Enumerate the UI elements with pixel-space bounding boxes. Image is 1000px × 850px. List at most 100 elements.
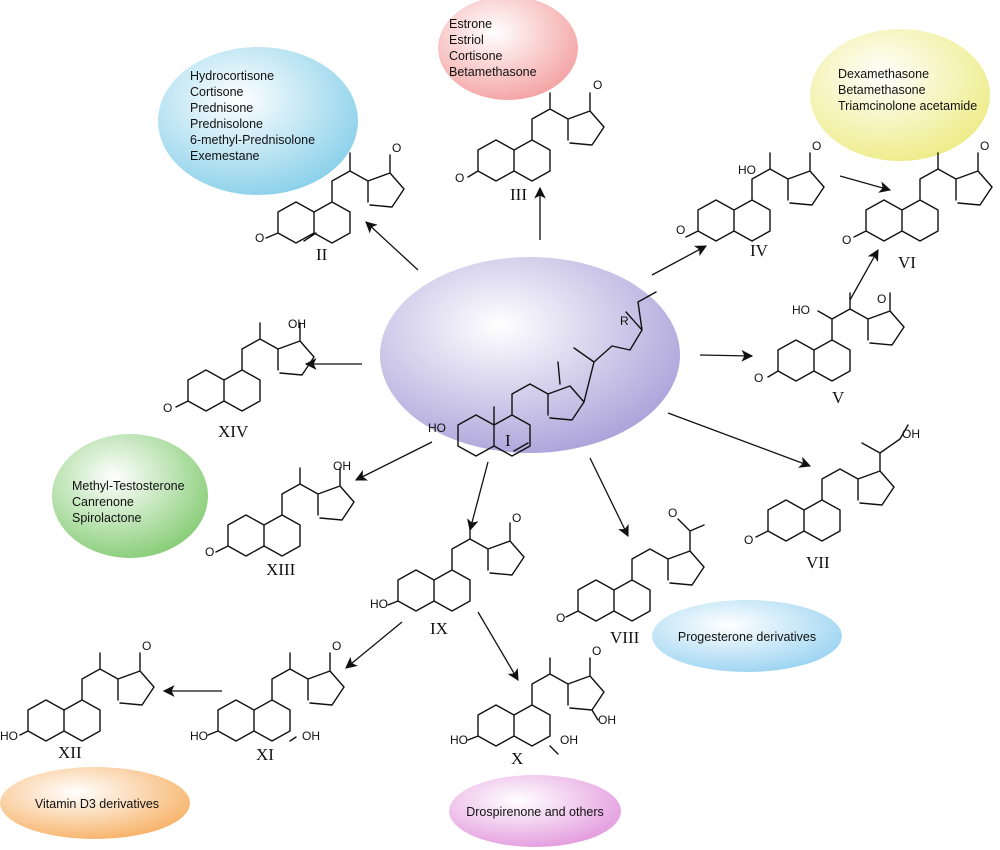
bubble-line: Cortisone xyxy=(449,49,503,63)
bubble-line: Hydrocortisone xyxy=(190,69,274,83)
atom-label: O xyxy=(332,639,341,653)
bubble-line: Spirolactone xyxy=(72,511,142,525)
center-ellipse xyxy=(380,257,680,453)
bubble-dexamethasone-shape xyxy=(810,29,990,161)
arrow-I-to-VII xyxy=(667,412,812,468)
numeral-III: III xyxy=(510,185,527,204)
arrow-I-to-XIII xyxy=(354,441,433,481)
atom-label: HO xyxy=(792,303,810,317)
atom-label: O xyxy=(142,639,151,653)
arrow-I-to-IV xyxy=(651,245,708,276)
bubble-corticosteroids-shape xyxy=(158,47,358,195)
compound-IV-structure: O O HO IV xyxy=(676,139,825,260)
numeral-I: I xyxy=(505,431,511,450)
atom-label: O xyxy=(980,139,989,153)
numeral-II: II xyxy=(316,245,328,264)
numeral-XII: XII xyxy=(58,743,82,762)
atom-label: O xyxy=(512,511,521,525)
atom-label: HO xyxy=(370,597,388,611)
bubble-progesterone: Progesterone derivatives xyxy=(652,600,842,672)
compound-III-structure: O O III xyxy=(455,78,605,204)
bubble-vitamin-d3: Vitamin D3 derivatives xyxy=(0,767,190,839)
bubble-dexamethasone: Dexamethasone Betamethasone Triamcinolon… xyxy=(810,29,990,161)
atom-label: OH xyxy=(902,427,920,441)
atom-label: O xyxy=(556,611,565,625)
bubble-vitamin-d3-shape xyxy=(0,767,190,839)
compound-XIII-structure: O OH XIII xyxy=(205,459,355,579)
numeral-IV: IV xyxy=(750,241,769,260)
atom-label: HO xyxy=(0,729,18,743)
arrow-IX-to-XI xyxy=(345,621,403,669)
bubble-line: Estrone xyxy=(449,17,492,31)
numeral-VI: VI xyxy=(898,253,916,272)
atom-label: O xyxy=(842,233,851,247)
atom-label: O xyxy=(392,141,401,155)
bubble-line: Prednisone xyxy=(190,101,253,115)
compound-XII-structure: HO O XII xyxy=(0,639,155,762)
numeral-V: V xyxy=(832,388,845,407)
compound-VI-structure: O O VI xyxy=(842,139,993,272)
atom-label: O xyxy=(744,533,753,547)
bubble-line: 6-methyl-Prednisolone xyxy=(190,133,315,147)
atom-label: O xyxy=(877,292,886,306)
bubble-line: Canrenone xyxy=(72,495,134,509)
compound-X-structure: HO O OH OH X xyxy=(450,644,616,768)
bubble-progesterone-shape xyxy=(652,600,842,672)
atom-label: HO xyxy=(738,163,756,177)
numeral-VII: VII xyxy=(806,553,830,572)
compound-XI-structure: HO O OH XI xyxy=(190,639,345,764)
bubble-line: Betamethasone xyxy=(449,65,537,79)
atom-label: O xyxy=(676,223,685,237)
bubble-line: Cortisone xyxy=(190,85,244,99)
compound-II-structure: O O II xyxy=(255,141,405,264)
atom-label: O xyxy=(255,231,264,245)
atom-label: O xyxy=(592,644,601,658)
bubble-corticosteroids: Hydrocortisone Cortisone Prednisone Pred… xyxy=(158,47,358,195)
atom-label: O xyxy=(593,78,602,92)
compound-V-structure: O O HO V xyxy=(754,292,905,407)
atom-label: OH xyxy=(333,459,351,473)
bubble-androgens-shape xyxy=(52,434,208,558)
atom-label: OH xyxy=(288,317,306,331)
atom-label: HO xyxy=(428,421,446,435)
bubble-line: Methyl-Testosterone xyxy=(72,479,185,493)
atom-label: O xyxy=(754,371,763,385)
atom-label: O xyxy=(163,401,172,415)
bubble-line: Exemestane xyxy=(190,149,260,163)
atom-label: O xyxy=(812,139,821,153)
atom-label: HO xyxy=(450,733,468,747)
numeral-XIV: XIV xyxy=(218,422,249,441)
arrow-I-to-II xyxy=(365,221,419,271)
arrow-IX-to-X xyxy=(477,611,519,682)
arrow-I-to-IX xyxy=(467,461,489,532)
bubble-drospirenone-shape xyxy=(449,775,621,847)
numeral-XIII: XIII xyxy=(266,560,296,579)
atom-label: OH xyxy=(302,729,320,743)
atom-label: O xyxy=(205,545,214,559)
arrow-I-to-V xyxy=(699,349,754,362)
bubble-line: Dexamethasone xyxy=(838,67,929,81)
bubble-estrogens: Estrone Estriol Cortisone Betamethasone xyxy=(438,0,578,100)
numeral-XI: XI xyxy=(256,745,274,764)
bubble-line: Drospirenone and others xyxy=(466,805,604,819)
atom-label: O xyxy=(668,506,677,520)
numeral-IX: IX xyxy=(430,619,448,638)
bubble-line: Prednisolone xyxy=(190,117,263,131)
bubble-line: Betamethasone xyxy=(838,83,926,97)
atom-label: O xyxy=(455,171,464,185)
arrow-IV-to-VI xyxy=(839,175,892,193)
atom-label: HO xyxy=(190,729,208,743)
atom-label: OH xyxy=(560,733,578,747)
numeral-X: X xyxy=(511,749,523,768)
compound-IX-structure: HO O IX xyxy=(370,511,525,638)
bubble-estrogens-shape xyxy=(438,0,578,100)
bubble-line: Triamcinolone acetamide xyxy=(838,99,977,113)
bubble-line: Estriol xyxy=(449,33,484,47)
atom-label: R xyxy=(620,314,629,328)
arrow-I-to-VIII xyxy=(589,457,629,538)
bubble-androgens: Methyl-Testosterone Canrenone Spirolacto… xyxy=(52,434,208,558)
bubble-line: Vitamin D3 derivatives xyxy=(35,797,159,811)
compound-VIII-structure: O O VIII xyxy=(556,506,705,647)
